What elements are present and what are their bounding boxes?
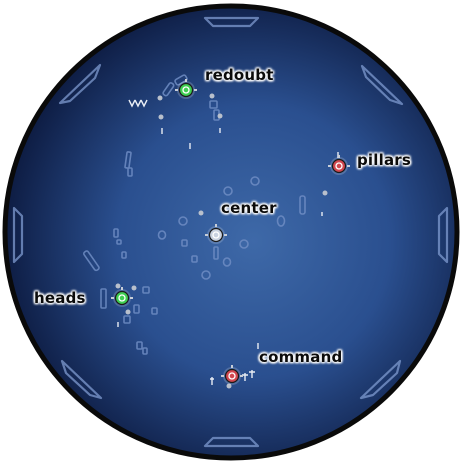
outposts: [111, 79, 350, 385]
troop-row: [128, 99, 148, 108]
outpost-struts: [221, 365, 243, 377]
outpost-core: [228, 372, 236, 380]
rock: [142, 347, 148, 355]
rock: [116, 239, 122, 245]
rock: [213, 246, 219, 260]
outpost-core: [335, 162, 343, 170]
rim-marker-bottom-left: [60, 359, 103, 400]
outpost-core: [118, 294, 126, 302]
rock: [123, 315, 131, 324]
rock: [100, 288, 107, 309]
outpost-struts: [205, 224, 227, 236]
outpost-icon: [331, 158, 347, 174]
rock: [222, 257, 232, 267]
rim-marker-bottom: [203, 436, 260, 448]
rock: [157, 230, 167, 240]
unit: [131, 285, 137, 291]
rock: [239, 239, 249, 249]
rock: [250, 176, 260, 186]
rock: [174, 74, 188, 86]
outpost-struts: [328, 155, 350, 167]
rim-marker-top: [203, 16, 260, 28]
unit: [157, 95, 163, 101]
rock: [151, 307, 158, 315]
location-label-center: center: [221, 199, 277, 217]
outpost-redoubt[interactable]: [175, 79, 197, 99]
terrain-obstacles: [83, 74, 306, 355]
rock: [162, 82, 175, 97]
rim-marker-top-right: [360, 64, 404, 106]
unit: [217, 113, 223, 119]
troop: [210, 377, 214, 385]
outpost-icon: [208, 227, 224, 243]
rock: [113, 228, 119, 238]
rim-marker-left: [12, 206, 24, 264]
rim-marker-bottom-right: [359, 359, 402, 400]
location-label-pillars: pillars: [357, 151, 412, 169]
unit: [115, 283, 121, 289]
unit-glyphs: [117, 99, 339, 385]
rock: [142, 286, 150, 294]
rock: [201, 270, 211, 280]
unit: [322, 190, 328, 196]
unit: [226, 383, 232, 389]
unit: [209, 93, 215, 99]
outpost-pillars[interactable]: [328, 155, 350, 175]
location-label-heads: heads: [34, 289, 86, 307]
troop: [249, 370, 255, 378]
outpost-command[interactable]: [221, 365, 243, 385]
rock: [127, 167, 133, 177]
outpost-heads[interactable]: [111, 287, 133, 307]
scattered-units: [115, 93, 328, 389]
outpost-core: [182, 86, 190, 94]
rim-markers: [12, 16, 449, 448]
outpost-core: [212, 231, 220, 239]
location-label-command: command: [259, 348, 343, 366]
outpost-struts: [175, 79, 197, 91]
rock: [83, 250, 100, 272]
arena-disc: [2, 3, 460, 461]
rock: [276, 215, 286, 227]
rock: [223, 186, 233, 196]
rock: [209, 100, 218, 109]
unit: [158, 114, 164, 120]
rock: [121, 251, 127, 259]
outpost-icon: [178, 82, 194, 98]
rock: [181, 239, 188, 247]
rim-marker-right: [437, 206, 449, 264]
rock: [133, 304, 140, 314]
rock: [136, 341, 143, 350]
unit: [125, 309, 131, 315]
rock: [178, 216, 188, 226]
rim-marker-top-left: [58, 63, 102, 105]
outpost-icon: [224, 368, 240, 384]
location-label-redoubt: redoubt: [205, 66, 274, 84]
outpost-icon: [114, 290, 130, 306]
unit: [198, 210, 204, 216]
outpost-struts: [111, 287, 133, 299]
rock: [124, 151, 132, 169]
rock: [299, 195, 306, 215]
rock: [191, 255, 198, 263]
outpost-center[interactable]: [205, 224, 227, 244]
